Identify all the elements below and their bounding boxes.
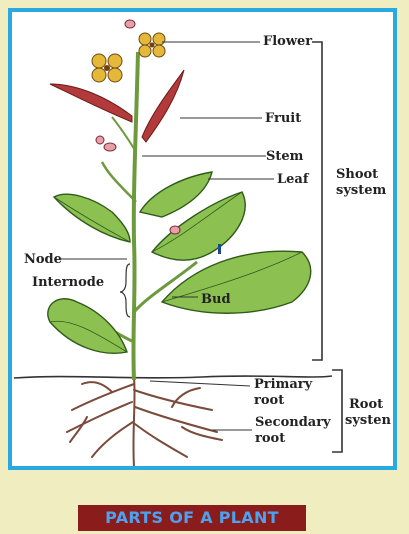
fruit-pod-left: [49, 83, 133, 123]
flowers: [91, 19, 221, 254]
plant-illustration: [13, 19, 343, 466]
label-stem: Stem: [266, 149, 304, 164]
leaves: [47, 171, 312, 354]
label-shoot-system-line2: system: [336, 183, 387, 198]
flower-right: [138, 32, 166, 58]
bud-top: [124, 19, 136, 29]
leaf-right-mid: [150, 191, 246, 261]
label-root-system-line2: systen: [345, 413, 391, 428]
fruits: [49, 69, 185, 143]
label-bud: Bud: [201, 292, 231, 307]
pointer-lines: [60, 41, 274, 431]
label-fruit: Fruit: [265, 111, 302, 126]
label-secondary-root-line2: root: [255, 431, 286, 446]
label-secondary-root-line1: Secondary: [255, 415, 331, 430]
label-internode: Internode: [32, 275, 105, 290]
label-leaf: Leaf: [277, 172, 309, 187]
label-root-system-line1: Root: [349, 397, 384, 412]
label-node: Node: [24, 252, 62, 267]
axillary-bud: [218, 244, 221, 254]
shoot-system-brace: [312, 41, 323, 361]
roots: [66, 376, 223, 466]
diagram-frame: Flower Fruit Stem Leaf Node Internode Bu…: [8, 8, 397, 470]
label-shoot-system-line1: Shoot: [336, 167, 379, 182]
leaf-large-right: [160, 250, 312, 314]
leaf-upper-right: [138, 171, 213, 218]
label-flower: Flower: [263, 34, 313, 49]
main-stem: [131, 51, 140, 381]
leaf-left-mid: [52, 193, 131, 243]
label-primary-root-line2: root: [254, 393, 285, 408]
internode-brace: [119, 263, 131, 318]
ground-line: [13, 375, 333, 379]
caption-title: PARTS OF A PLANT: [78, 505, 306, 531]
flower-left: [91, 53, 123, 83]
fruit-pod-right: [141, 69, 185, 143]
leaf-left-low: [47, 298, 128, 354]
label-primary-root-line1: Primary: [254, 377, 313, 392]
root-system-brace: [332, 369, 343, 453]
